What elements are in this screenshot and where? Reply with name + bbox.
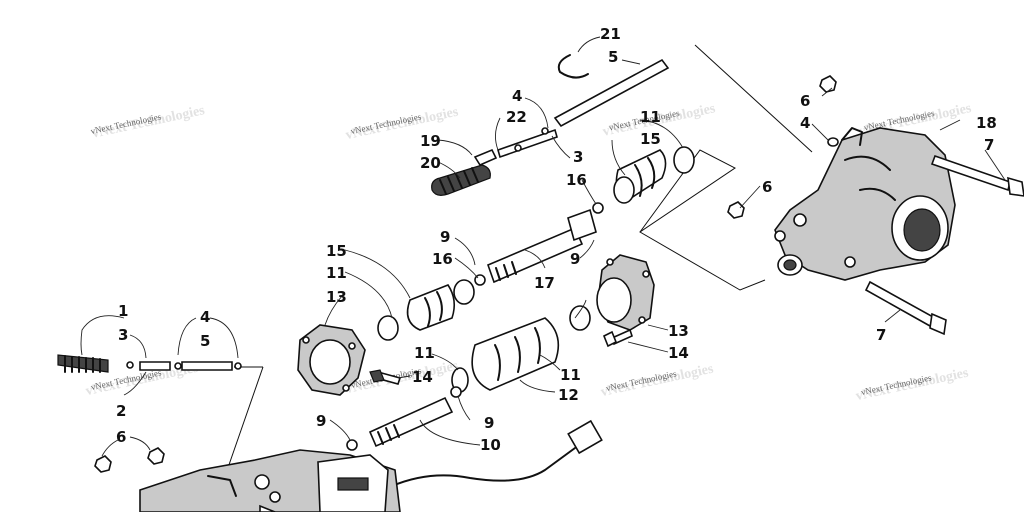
- callout-7: 7: [876, 326, 886, 344]
- callout-19: 19: [420, 132, 441, 150]
- callout-2: 2: [116, 402, 126, 420]
- callout-11: 11: [414, 344, 435, 362]
- callout-6: 6: [800, 92, 810, 110]
- boot: [431, 164, 491, 196]
- connector: [567, 419, 603, 455]
- washer: [827, 137, 839, 147]
- bolt-head: [929, 312, 947, 336]
- ring: [450, 386, 462, 398]
- callout-3: 3: [573, 148, 583, 166]
- assembly-line: [694, 44, 813, 153]
- callout-9: 9: [440, 228, 450, 246]
- bolts: [864, 154, 1024, 336]
- clamp: [453, 279, 475, 305]
- callout-21: 21: [600, 25, 621, 43]
- bolt-head: [602, 330, 618, 348]
- bolt: [930, 154, 1011, 192]
- nut: [819, 75, 837, 93]
- lower-gearbox: [139, 449, 401, 512]
- boot: [406, 284, 456, 331]
- snap-ring: [557, 54, 589, 79]
- callout-18: 18: [976, 114, 997, 132]
- nut: [727, 201, 745, 219]
- callout-13: 13: [668, 322, 689, 340]
- callout-16: 16: [432, 250, 453, 268]
- callouts: 21 5 4 22 3 19 20 11 15 16 6 4 18 7 6 7 …: [116, 25, 997, 454]
- callout-15: 15: [326, 242, 347, 260]
- nuts: [94, 75, 837, 473]
- callout-4: 4: [512, 87, 522, 105]
- callout-16: 16: [566, 171, 587, 189]
- axle-shaft: [553, 58, 670, 128]
- callout-5: 5: [608, 48, 618, 66]
- callout-9: 9: [316, 412, 326, 430]
- upper-boot: [592, 146, 695, 214]
- callout-11: 11: [640, 108, 661, 126]
- boot: [471, 317, 560, 391]
- bolt-head: [369, 369, 385, 383]
- callout-14: 14: [668, 344, 689, 362]
- callout-14: 14: [412, 368, 433, 386]
- hub-plate: [596, 254, 655, 331]
- tie-rod-assembly: [431, 127, 558, 196]
- callout-4: 4: [800, 114, 810, 132]
- callout-9: 9: [570, 250, 580, 268]
- clamp: [377, 315, 399, 341]
- ring: [592, 202, 604, 214]
- large-boot: [450, 305, 591, 398]
- callout-7: 7: [984, 136, 994, 154]
- callout-15: 15: [640, 130, 661, 148]
- wiring-harness: [391, 419, 603, 487]
- callout-11: 11: [326, 264, 347, 282]
- callout-9: 9: [484, 414, 494, 432]
- callout-1: 1: [118, 302, 128, 320]
- ring: [346, 439, 358, 451]
- callout-20: 20: [420, 154, 441, 172]
- callout-6: 6: [116, 428, 126, 446]
- callout-17: 17: [534, 274, 555, 292]
- callout-3: 3: [118, 326, 128, 344]
- callout-22: 22: [506, 108, 527, 126]
- callout-6: 6: [762, 178, 772, 196]
- callout-12: 12: [558, 386, 579, 404]
- hub-plate: [297, 324, 366, 396]
- clamp: [569, 305, 591, 331]
- left-tie-rod: [57, 354, 242, 373]
- nut: [94, 455, 112, 473]
- callout-11: 11: [560, 366, 581, 384]
- clamp: [613, 176, 635, 204]
- leader-lines: [80, 36, 1006, 457]
- nut: [147, 447, 165, 465]
- lower-shaft: [346, 396, 454, 451]
- callout-5: 5: [200, 332, 210, 350]
- bolt: [864, 280, 937, 328]
- callout-13: 13: [326, 288, 347, 306]
- boot: [57, 354, 109, 373]
- gear-case: [774, 127, 956, 281]
- callout-10: 10: [480, 436, 501, 454]
- clamp: [673, 146, 695, 174]
- bolt-head: [1007, 176, 1024, 197]
- middle-boot: [377, 279, 475, 341]
- callout-4: 4: [200, 308, 210, 326]
